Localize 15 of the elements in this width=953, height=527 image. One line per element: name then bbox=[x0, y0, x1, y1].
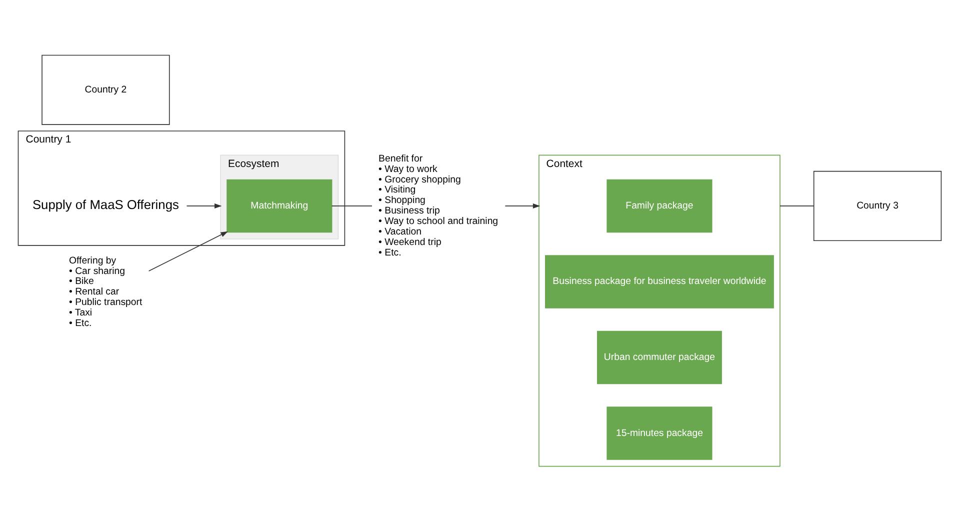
arrow bbox=[186, 202, 222, 208]
node-box: Business package for business traveler worldwide bbox=[545, 254, 774, 308]
arrow bbox=[504, 202, 540, 208]
node-box: 15-minutes package bbox=[606, 406, 712, 460]
connector bbox=[331, 205, 372, 206]
node-text: Supply of MaaS Offerings bbox=[32, 196, 179, 212]
node-box: Country 3 bbox=[813, 170, 942, 241]
node-box: Matchmaking bbox=[226, 178, 332, 232]
connector bbox=[780, 205, 814, 206]
node-box: Urban commuter package bbox=[597, 330, 722, 384]
node-text: Offering by • Car sharing • Bike • Rental car • Public transport • Taxi • Etc. bbox=[69, 254, 142, 329]
node-box: Family package bbox=[606, 178, 712, 232]
arrow bbox=[148, 230, 228, 271]
node-text: Benefit for • Way to work • Grocery shopping • Visiting • Shopping • Business trip • Way to school and training • Vacation • Weekend trip • Etc. bbox=[378, 152, 498, 258]
node-box: Country 2 bbox=[42, 54, 170, 124]
